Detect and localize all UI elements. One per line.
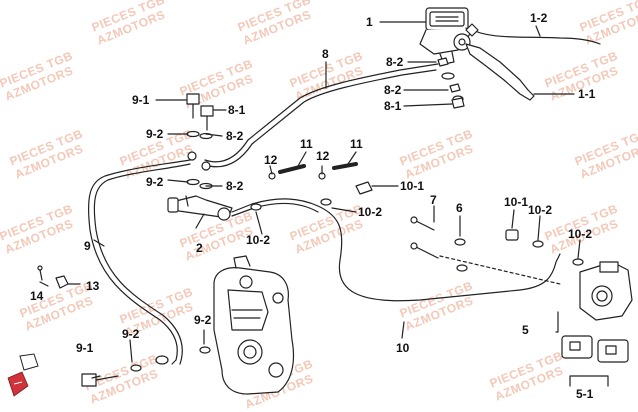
brake-lever [465, 43, 535, 101]
callout-9-2: 9-2 [146, 175, 164, 189]
front-caliper [213, 255, 295, 395]
callout-10-1: 10-1 [504, 195, 529, 209]
callout-12: 12 [264, 153, 278, 167]
callout-8-1: 8-1 [384, 99, 402, 113]
brand-logo [7, 353, 39, 397]
callout-1-1: 1-1 [578, 87, 596, 101]
callout-2: 2 [196, 241, 203, 255]
callout-8-2: 8-2 [386, 55, 404, 69]
brake-pipe [231, 198, 561, 302]
callout-9-2: 9-2 [122, 327, 140, 341]
callout-10-2: 10-2 [358, 205, 383, 219]
brake-hose-upper [204, 63, 439, 163]
callout-7: 7 [430, 193, 437, 207]
callout-11: 11 [350, 137, 363, 151]
callout-10-2: 10-2 [246, 233, 271, 247]
callout-9-2: 9-2 [194, 313, 212, 327]
brake-hose-lower [87, 159, 191, 365]
master-cylinder [419, 7, 471, 65]
callout-10: 10 [396, 341, 410, 355]
callout-9-1: 9-1 [132, 93, 150, 107]
switch-wire [467, 27, 601, 45]
callout-9-2: 9-2 [146, 127, 164, 141]
exploded-view-drawing [7, 7, 633, 397]
callout-8-2: 8-2 [384, 83, 402, 97]
callout-10-2: 10-2 [568, 227, 593, 241]
callout-12: 12 [316, 149, 330, 163]
callout-8-1: 8-1 [228, 103, 246, 117]
callout-14: 14 [30, 289, 44, 303]
callout-9-1: 9-1 [76, 341, 94, 355]
callout-9: 9 [84, 239, 91, 253]
callout-10-2: 10-2 [528, 203, 553, 217]
callout-5: 5 [522, 323, 529, 337]
callout-10-1: 10-1 [400, 179, 425, 193]
callout-8-2: 8-2 [226, 179, 244, 193]
callout-13: 13 [86, 279, 100, 293]
callout-1: 1 [366, 15, 373, 29]
callout-6: 6 [456, 201, 463, 215]
callout-8: 8 [322, 47, 329, 61]
callout-11: 11 [300, 137, 313, 151]
callout-5-1: 5-1 [576, 387, 594, 401]
callout-1-2: 1-2 [530, 11, 548, 25]
callout-8-2: 8-2 [226, 129, 244, 143]
